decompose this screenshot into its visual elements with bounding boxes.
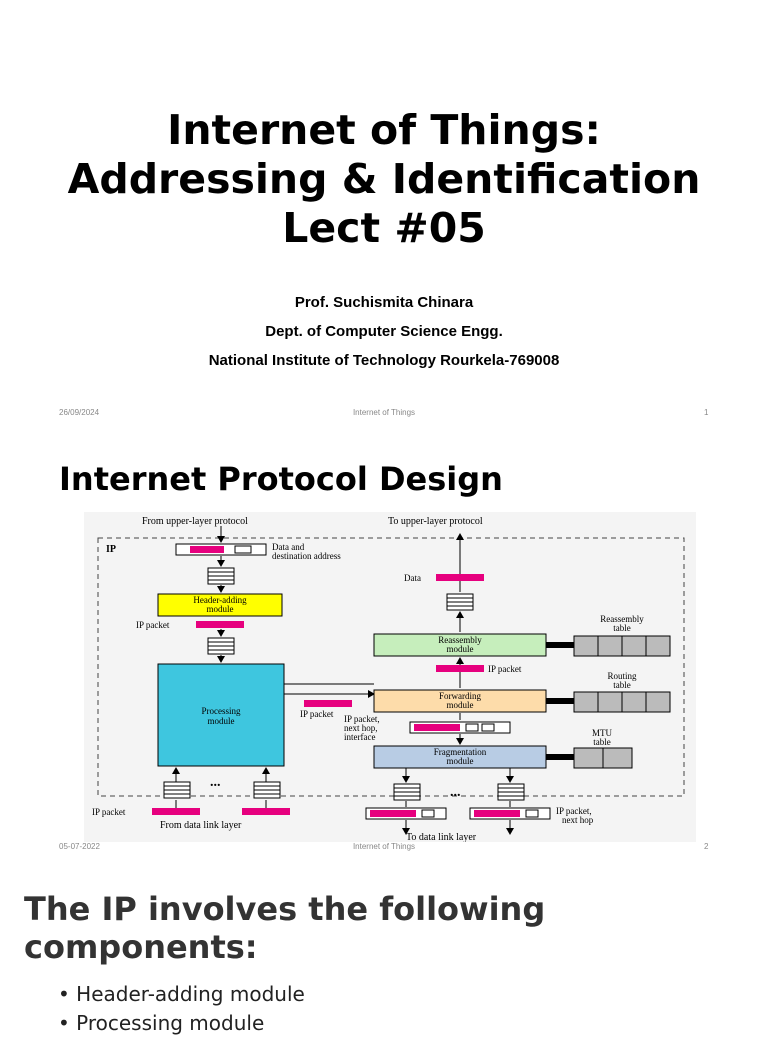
out-label-1: IP packet, <box>556 806 592 816</box>
data-dest-label-1: Data and <box>272 542 305 552</box>
queue-icon <box>393 783 421 801</box>
header-adding-label-2: module <box>207 604 234 614</box>
footer-center: Internet of Things <box>352 408 416 417</box>
ip-packet-label-3: IP packet <box>488 664 522 674</box>
list-item: Header-adding module <box>58 980 305 1009</box>
mtu-label-1: MTU <box>592 728 613 738</box>
reassembly-table-label-2: table <box>613 623 631 633</box>
ip-design-diagram: IP From upper-layer protocol To upper-la… <box>84 512 696 842</box>
footer-page: 1 <box>704 408 709 417</box>
title-line-2: Addressing & Identification <box>67 155 701 203</box>
queue-icon <box>207 637 235 655</box>
to-upper-label: To upper-layer protocol <box>388 516 483 527</box>
footer-date: 05-07-2022 <box>59 842 100 851</box>
footer-center: Internet of Things <box>352 842 416 851</box>
reassembly-table <box>573 635 671 657</box>
footer-page: 2 <box>704 842 709 851</box>
mtu-table <box>573 747 633 769</box>
ip-packet-label-1: IP packet <box>136 620 170 630</box>
dots-right: ... <box>450 785 461 800</box>
component-list: Header-adding module Processing module <box>58 980 305 1038</box>
mtu-label-2: table <box>593 737 611 747</box>
from-upper-label: From upper-layer protocol <box>142 516 248 527</box>
footer-date: 26/09/2024 <box>59 408 100 417</box>
queue-icon <box>207 567 235 585</box>
fwd-out-label-2: next hop, <box>344 723 378 733</box>
fwd-out-label-1: IP packet, <box>344 714 380 724</box>
forwarding-label-1: Forwarding <box>439 691 481 701</box>
fwd-out-label-3: interface <box>344 732 375 742</box>
title-line-1: The IP involves the following <box>24 890 546 928</box>
title-line-1: Internet of Things: <box>167 106 601 154</box>
header-adding-label-1: Header-adding <box>193 595 247 605</box>
processing-label-2: module <box>208 716 235 726</box>
slide-title: The IP involves the following components… <box>24 890 545 966</box>
reassembly-label-1: Reassembly <box>438 635 482 645</box>
department: Dept. of Computer Science Engg. <box>265 323 503 340</box>
reassembly-label-2: module <box>447 644 474 654</box>
slide-title: Internet Protocol Design <box>59 460 503 498</box>
author-block: Prof. Suchismita Chinara Dept. of Comput… <box>0 288 768 375</box>
forwarding-label-2: module <box>447 700 474 710</box>
data-label: Data <box>404 573 421 583</box>
title-line-3: Lect #05 <box>282 204 486 252</box>
processing-module <box>157 663 285 767</box>
out-label-2: next hop <box>562 815 594 825</box>
slide-title: Internet of Things: Addressing & Identif… <box>0 106 768 253</box>
ip-packet-label-2: IP packet <box>300 709 334 719</box>
dots-left: ... <box>210 775 221 790</box>
institute: National Institute of Technology Rourkel… <box>208 352 560 369</box>
routing-table-label-1: Routing <box>607 671 637 681</box>
to-data-link-label: To data link layer <box>406 832 477 842</box>
title-line-2: components: <box>24 928 258 966</box>
processing-label-1: Processing <box>202 706 241 716</box>
ip-packet-label-4: IP packet <box>92 807 126 817</box>
header-adding-module <box>157 593 283 617</box>
data-dest-label-2: destination address <box>272 551 341 561</box>
queue-icon <box>497 783 525 801</box>
queue-icon <box>446 593 474 611</box>
ip-label: IP <box>106 544 116 555</box>
fragmentation-label-1: Fragmentation <box>434 747 487 757</box>
author-name: Prof. Suchismita Chinara <box>294 294 474 311</box>
queue-icon <box>163 781 191 799</box>
ip-components-slide: The IP involves the following components… <box>0 864 768 1035</box>
title-slide: Internet of Things: Addressing & Identif… <box>0 0 768 432</box>
ip-boundary <box>97 537 685 797</box>
routing-table <box>573 691 671 713</box>
reassembly-table-label-1: Reassembly <box>600 614 644 624</box>
ip-design-slide: Internet Protocol Design IP From upper-l… <box>0 432 768 864</box>
routing-table-label-2: table <box>613 680 631 690</box>
fragmentation-label-2: module <box>447 756 474 766</box>
from-data-link-label: From data link layer <box>160 820 242 831</box>
queue-icon <box>253 781 281 799</box>
